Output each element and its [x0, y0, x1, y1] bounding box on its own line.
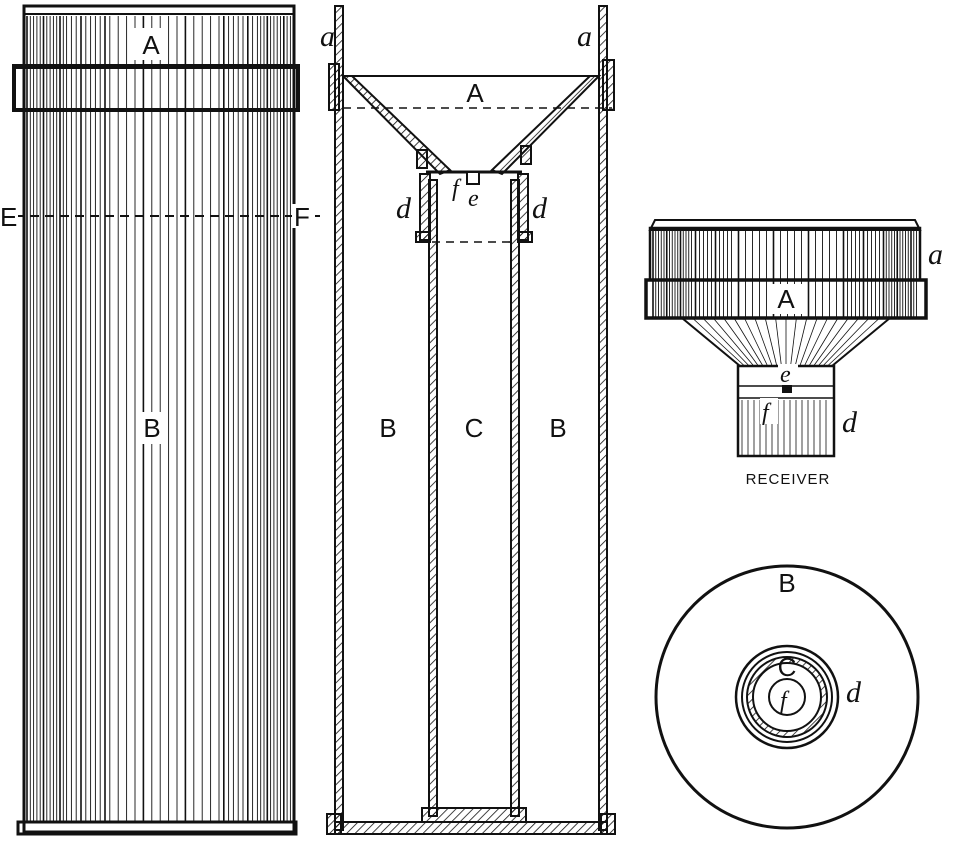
fig1-label-bg-A: [134, 28, 168, 60]
fig4-label-B: B: [778, 568, 795, 598]
fig3-cone-stripe: [723, 317, 759, 367]
fig3-label-A: A: [777, 284, 795, 314]
fig3-cone-stripe: [808, 317, 839, 367]
fig1-cylinder-outline: [22, 4, 296, 834]
fig2-funnel-cone-left: [340, 75, 452, 176]
fig4-label-f: f: [780, 688, 790, 714]
fig3-shading: [652, 230, 917, 455]
fig3-cone-stripe: [822, 317, 870, 367]
fig3-cone-stripe: [775, 317, 782, 367]
fig3-cone-stripe: [733, 317, 764, 367]
fig2-label-a-left: a: [320, 20, 335, 53]
fig2-label-d-right: d: [532, 192, 548, 225]
fig2-sleeve-foot-right: [517, 231, 533, 243]
fig2-funnel-cone-right: [490, 75, 602, 176]
fig1-vertical-shading: [26, 16, 291, 822]
fig1-label-bg-F: [292, 204, 314, 228]
fig3-cone-stripe: [827, 317, 880, 367]
fig1-label-F: F: [294, 202, 310, 232]
fig4-plan-view: B C f d: [654, 564, 920, 830]
fig2-label-d-left: d: [396, 192, 412, 225]
fig2-label-C: C: [465, 413, 484, 443]
fig1-label-A: A: [142, 30, 160, 60]
fig3-cone-stripe: [754, 317, 773, 367]
fig2-outer-wall-right: [598, 5, 608, 831]
fig2-label-A: A: [466, 78, 484, 108]
fig2-label-f: f: [452, 176, 462, 202]
fig3-cone-stripe: [790, 317, 797, 367]
fig2-label-B-right: B: [549, 413, 566, 443]
fig2-outer-wall-left: [334, 5, 344, 831]
fig4-outer-circle: [654, 564, 920, 830]
fig4-ring-2: [741, 651, 833, 743]
fig2-inner-tube-wall-right: [510, 179, 520, 817]
fig2-collar-left: [328, 63, 340, 111]
fig2-inner-tube-base: [421, 807, 527, 823]
fig4-ring-outer: [734, 644, 840, 750]
fig3-cone-stripe: [813, 317, 849, 367]
fig2-label-B-left: B: [379, 413, 396, 443]
fig2-label-e: e: [468, 186, 479, 212]
fig3-label-f: f: [762, 400, 772, 426]
fig2-sleeve-foot-left: [415, 231, 431, 243]
fig1-collar-band: [12, 64, 300, 112]
fig1-label-E: E: [0, 202, 17, 232]
fig3-receiver: A a e f d RECEIVER: [644, 219, 943, 488]
fig3-cone-stripe: [764, 317, 778, 367]
fig4-label-C: C: [778, 652, 797, 682]
fig2-base-foot-right: [600, 813, 616, 835]
fig2-funnel-lip-left: [416, 149, 428, 169]
fig1-base-rim: [16, 820, 298, 836]
fig3-cone-stripe: [744, 317, 768, 367]
fig2-funnel-lip-right: [520, 145, 532, 165]
fig3-cone-stripe: [702, 317, 750, 367]
fig4-label-d: d: [846, 676, 862, 709]
fig1-label-B: B: [143, 413, 160, 443]
fig2-label-a-right: a: [577, 20, 592, 53]
fig3-label-bg-A: [770, 284, 804, 314]
fig4-center-circle: [768, 678, 806, 716]
fig3-cone-stripe: [799, 317, 818, 367]
fig3-label-e: e: [780, 362, 791, 388]
fig2-collar-right: [602, 59, 615, 111]
fig2-valve-e: [466, 171, 480, 185]
fig3-label-d: d: [842, 406, 858, 439]
fig2-section-view: a a A d d f e B C B: [320, 5, 616, 835]
fig3-label-bg-f: [760, 398, 778, 424]
fig3-cone-stripe: [712, 317, 755, 367]
fig1-label-bg-E: [0, 204, 18, 228]
fig2-base-foot-left: [326, 813, 342, 835]
fig3-cone-stripe: [804, 317, 828, 367]
fig3-caption: RECEIVER: [746, 471, 831, 488]
fig1-exterior-cylinder: A E F B: [0, 4, 320, 836]
fig3-label-a: a: [928, 238, 943, 271]
fig3-cone-stripe: [817, 317, 860, 367]
fig2-base-plate: [334, 821, 608, 835]
fig3-cone-stripe: [692, 317, 745, 367]
fig3-cone-stripe: [794, 317, 808, 367]
fig3-valve: [782, 385, 792, 393]
fig2-inner-tube-wall-left: [428, 179, 438, 817]
fig1-label-bg-B: [136, 412, 168, 444]
fig3-label-bg-e: [778, 364, 798, 384]
